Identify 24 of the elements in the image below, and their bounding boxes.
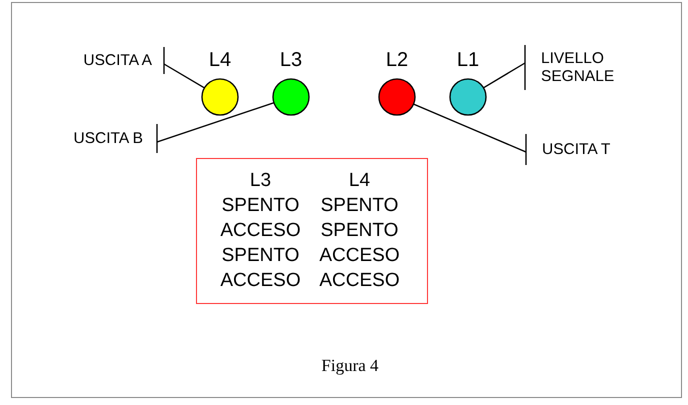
leader-line [483,44,526,91]
table-cell-text: SPENTO [222,194,300,218]
table-cell-text: L4 [348,169,370,193]
table-cell-text: SPENTO [320,194,398,218]
leader-label: USCITA B [72,130,143,148]
table-cell-text: ACCESO [319,244,400,268]
table-cell-text: ACCESO [319,269,400,293]
leader-line [413,104,527,166]
leader-line [163,46,205,88]
table-cell-text: ACCESO [220,269,301,293]
table-cell-text: ACCESO [220,219,301,243]
figure-caption: Figura 4 [320,356,380,376]
leader-line [156,102,274,154]
led-label: L4 [208,48,232,72]
led-label: L1 [456,48,480,72]
table-cell-text: SPENTO [320,219,398,243]
led-label: L2 [384,48,410,72]
leader-label: LIVELLO SEGNALE [541,50,616,86]
table-cell-text: L3 [250,169,272,193]
state-table [196,158,428,304]
leader-label: USCITA T [542,141,612,159]
leader-label: USCITA A [82,52,152,70]
led-label: L3 [278,48,304,72]
table-cell-text: SPENTO [222,244,300,268]
